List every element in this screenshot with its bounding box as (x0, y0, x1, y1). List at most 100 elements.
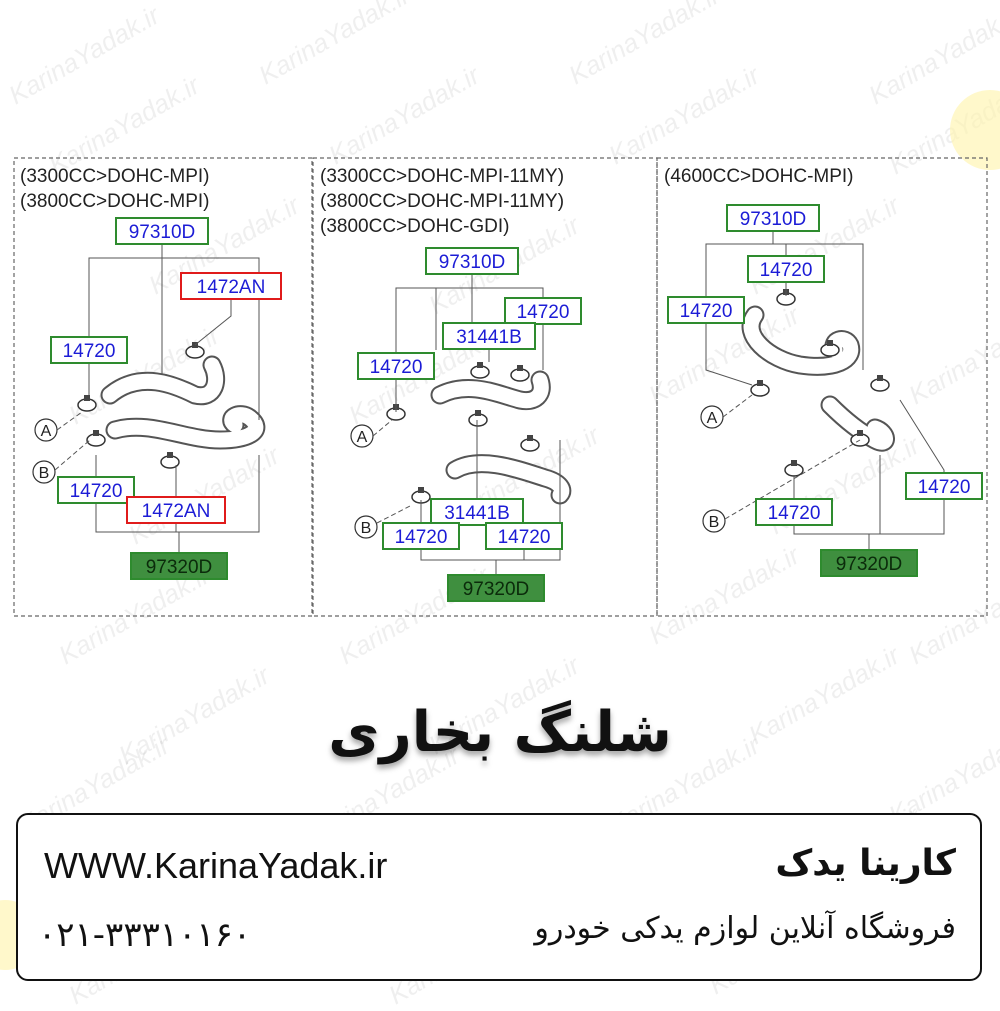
part-number-box (50, 336, 128, 364)
leader-line (95, 455, 260, 533)
part-number-label: 14720 (768, 503, 821, 524)
part-number-box (747, 255, 825, 283)
leader-line (420, 440, 561, 561)
leader-line (705, 323, 753, 386)
part-number-label: 97320D (836, 554, 903, 575)
part-number-box (905, 472, 983, 500)
part-number-box (126, 496, 226, 524)
clamp-screw (877, 375, 883, 381)
connector-marker (354, 515, 378, 539)
clamp-screw (93, 430, 99, 436)
part-number-box (442, 322, 536, 350)
dashed-leader-line (372, 419, 393, 437)
part-number-label: 97320D (146, 557, 213, 578)
hose-body (107, 407, 264, 448)
engine-condition: (3300CC>DOHC-MPI-11MY) (320, 166, 564, 187)
leader-line (773, 243, 864, 370)
part-number-box (485, 522, 563, 550)
clamp-screw (475, 410, 481, 416)
part-number-label: 14720 (680, 301, 733, 322)
part-number-box (447, 574, 545, 602)
part-number-box (180, 272, 282, 300)
clamp-screw (167, 452, 173, 458)
connector-label: A (357, 429, 368, 446)
part-number-box (430, 498, 524, 526)
part-number-label: 1472AN (197, 277, 266, 298)
part-number-box (115, 217, 209, 245)
clamp-screw (517, 365, 523, 371)
clamp-screw (857, 430, 863, 436)
dashed-leader-line (722, 394, 753, 418)
connector-label: B (709, 514, 720, 531)
phone-number: ۰۲۱-۳۳۳۱۰۱۶۰ (38, 915, 252, 955)
connector-marker (702, 509, 726, 533)
part-number-label: 14720 (395, 527, 448, 548)
leader-line (472, 287, 544, 298)
part-number-box (667, 296, 745, 324)
part-number-box (755, 498, 833, 526)
clamp-screw (418, 487, 424, 493)
hose-body (822, 397, 893, 450)
clamp-screw (827, 340, 833, 346)
part-number-label: 14720 (760, 260, 813, 281)
part-number-label: 97310D (439, 252, 506, 273)
part-number-box (130, 552, 228, 580)
part-number-label: 1472AN (142, 501, 211, 522)
engine-condition: (3800CC>DOHC-MPI) (20, 191, 210, 212)
part-number-label: 97320D (463, 579, 530, 600)
connector-label: A (707, 410, 718, 427)
leader-line (395, 274, 473, 353)
part-number-label: 97310D (740, 209, 807, 230)
part-number-label: 31441B (444, 503, 510, 524)
part-number-label: 31441B (456, 327, 522, 348)
engine-condition: (3800CC>DOHC-GDI) (320, 216, 510, 237)
connector-label: B (39, 465, 50, 482)
website-link[interactable]: WWW.KarinaYadak.ir (44, 845, 388, 886)
connector-label: B (361, 520, 372, 537)
part-number-box (726, 204, 820, 232)
part-number-label: 14720 (498, 527, 551, 548)
connector-marker (32, 460, 56, 484)
section-frame (13, 157, 313, 617)
leader-line (899, 399, 945, 473)
connector-label: A (41, 423, 52, 440)
clamp-screw (84, 395, 90, 401)
part-number-box (357, 352, 435, 380)
part-number-box (57, 476, 135, 504)
part-number-box (382, 522, 460, 550)
parts-diagram: (3300CC>DOHC-MPI) (3800CC>DOHC-MPI) (3300C… (13, 157, 988, 617)
part-number-box (504, 297, 582, 325)
shop-tagline: فروشگاه آنلاین لوازم یدکی خودرو (534, 911, 956, 946)
section-frame (656, 157, 988, 617)
part-number-box (425, 247, 519, 275)
part-number-label: 97310D (129, 222, 196, 243)
part-number-label: 14720 (517, 302, 570, 323)
part-number-label: 14720 (63, 341, 116, 362)
hose-body (102, 357, 224, 404)
hose-body (432, 372, 549, 409)
shop-name: کارینا یدک (775, 843, 956, 884)
dashed-leader-line (724, 439, 861, 520)
section-frame (312, 157, 658, 617)
leader-line (88, 244, 163, 337)
dashed-leader-line (376, 504, 413, 524)
footer-panel: WWW.KarinaYadak.ir ۰۲۱-۳۳۳۱۰۱۶۰ کارینا ی… (16, 813, 982, 981)
dashed-leader-line (54, 439, 91, 471)
dashed-leader-line (56, 411, 83, 431)
leader-line (162, 257, 260, 420)
clamp-screw (527, 435, 533, 441)
leader-line (194, 299, 232, 346)
clamp-screw (477, 362, 483, 368)
page-title: شلنگ بخاری (328, 700, 672, 765)
part-number-label: 14720 (70, 481, 123, 502)
part-number-box (820, 549, 918, 577)
engine-condition: (3300CC>DOHC-MPI) (20, 166, 210, 187)
part-number-label: 14720 (918, 477, 971, 498)
hose-body (447, 456, 570, 503)
leader-line (705, 231, 774, 297)
clamp-screw (757, 380, 763, 386)
hose-body (743, 307, 859, 374)
part-number-label: 14720 (370, 357, 423, 378)
engine-condition: (4600CC>DOHC-MPI) (664, 166, 854, 187)
engine-condition: (3800CC>DOHC-MPI-11MY) (320, 191, 564, 212)
